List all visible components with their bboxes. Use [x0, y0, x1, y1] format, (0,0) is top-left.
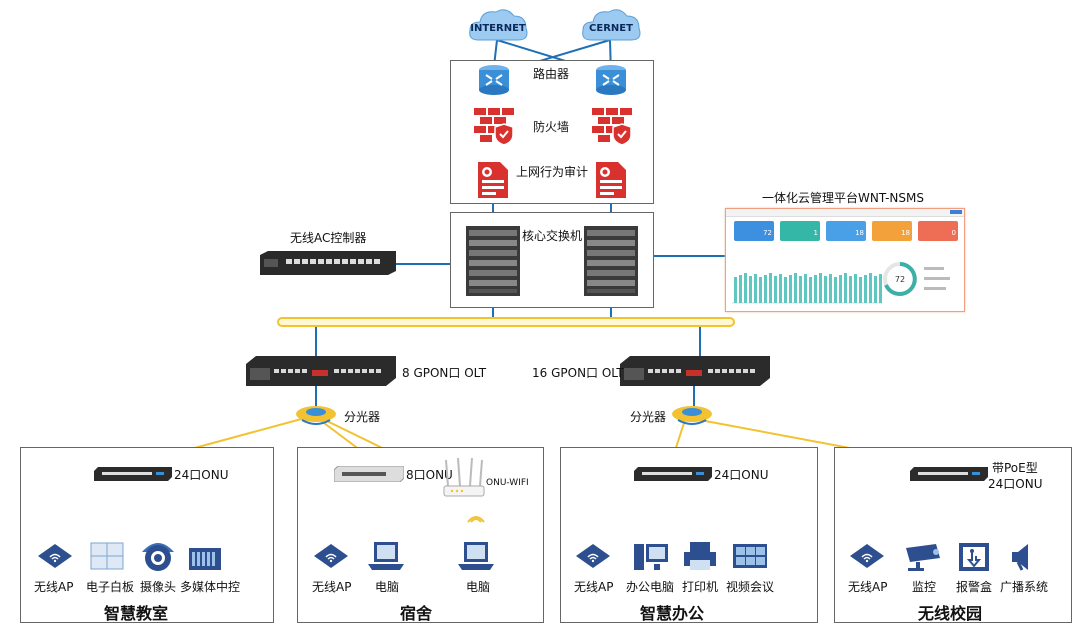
splitter-right-label: 分光器 — [630, 410, 667, 424]
printer-icon — [682, 540, 718, 576]
core-switch-label: 核心交换机 — [522, 229, 583, 243]
device-label: 无线AP — [312, 580, 352, 594]
zone-title: 智慧教室 — [104, 604, 169, 623]
onu-wifi-label: ONU-WIFI — [486, 478, 529, 488]
camera-icon — [140, 540, 176, 576]
olt-left-label: 8 GPON口 OLT — [402, 366, 487, 380]
onu-switch-icon — [333, 465, 405, 486]
zone-title: 宿舍 — [400, 604, 433, 623]
audit-icon — [592, 160, 630, 204]
wireless-ap-icon — [846, 542, 888, 574]
audit-label: 上网行为审计 — [516, 165, 589, 179]
firewall-icon — [592, 108, 632, 150]
alarm-box-icon — [958, 542, 990, 576]
whiteboard-icon — [90, 542, 124, 574]
onu-switch-icon — [94, 466, 172, 485]
onu-label: 8口ONU — [406, 468, 453, 482]
onu-label: 24口ONU — [174, 468, 229, 482]
cloud-platform-dashboard: 72 1 18 18 0 72 — [725, 208, 965, 312]
onu-switch-icon — [910, 466, 988, 485]
zone-title: 智慧办公 — [640, 604, 705, 623]
router-icon — [477, 64, 511, 100]
dashboard-tile: 0 — [918, 221, 958, 241]
laptop-icon — [368, 540, 404, 576]
dashboard-gauge-value: 72 — [895, 275, 905, 284]
cloud-platform-title: 一体化云管理平台WNT-NSMS — [762, 191, 924, 205]
onu-switch-icon — [634, 466, 712, 485]
onu-label: 24口ONU — [714, 468, 769, 482]
laptop-icon — [458, 540, 494, 576]
olt-right-icon — [620, 356, 770, 390]
cernet-label: CERNET — [589, 23, 633, 34]
device-label: 无线AP — [574, 580, 614, 594]
firewall-label: 防火墙 — [533, 120, 570, 134]
device-label: 视频会议 — [726, 580, 775, 594]
onu-wifi-icon — [442, 457, 486, 502]
device-label: 电子白板 — [86, 580, 135, 594]
device-label: 电脑 — [466, 580, 491, 594]
device-label: 办公电脑 — [626, 580, 675, 594]
splitter-left-label: 分光器 — [344, 410, 381, 424]
dashboard-tile: 18 — [872, 221, 912, 241]
device-label: 报警盒 — [956, 580, 993, 594]
dashboard-chart: 72 — [732, 262, 950, 304]
zone-title: 无线校园 — [918, 604, 983, 623]
desktop-pc-icon — [634, 540, 668, 576]
dashboard-tile: 1 — [780, 221, 820, 241]
surveillance-camera-icon — [902, 542, 946, 576]
media-controller-icon — [188, 544, 222, 574]
olt-left-icon — [246, 356, 396, 390]
dashboard-tile: 18 — [826, 221, 866, 241]
device-label: 打印机 — [682, 580, 719, 594]
internet-cloud: INTERNET — [466, 6, 530, 50]
olt-right-label: 16 GPON口 OLT — [532, 366, 624, 380]
router-label: 路由器 — [533, 67, 570, 81]
video-conference-icon — [732, 542, 768, 576]
firewall-icon — [474, 108, 514, 150]
router-icon — [594, 64, 628, 100]
device-label: 监控 — [912, 580, 937, 594]
onu-label-line1: 带PoE型 — [992, 461, 1038, 475]
wireless-ap-icon — [572, 542, 614, 574]
wireless-ap-icon — [34, 542, 76, 574]
device-label: 摄像头 — [140, 580, 177, 594]
device-label: 多媒体中控 — [180, 580, 241, 594]
core-switch-icon — [584, 226, 638, 300]
wifi-signal-icon — [466, 508, 486, 528]
device-label: 无线AP — [848, 580, 888, 594]
splitter-right-icon — [670, 402, 714, 430]
broadcast-speaker-icon — [1008, 542, 1038, 576]
core-switch-icon — [466, 226, 520, 300]
cernet-cloud: CERNET — [579, 6, 643, 50]
onu-label-line2: 24口ONU — [988, 477, 1043, 491]
device-label: 广播系统 — [1000, 580, 1049, 594]
device-label: 无线AP — [34, 580, 74, 594]
device-label: 电脑 — [375, 580, 400, 594]
splitter-left-icon — [294, 402, 338, 430]
wireless-ap-icon — [310, 542, 352, 574]
audit-icon — [474, 160, 512, 204]
dashboard-tile: 72 — [734, 221, 774, 241]
internet-label: INTERNET — [470, 23, 526, 34]
ac-controller-label: 无线AC控制器 — [290, 231, 367, 245]
ac-controller-icon — [260, 251, 396, 279]
